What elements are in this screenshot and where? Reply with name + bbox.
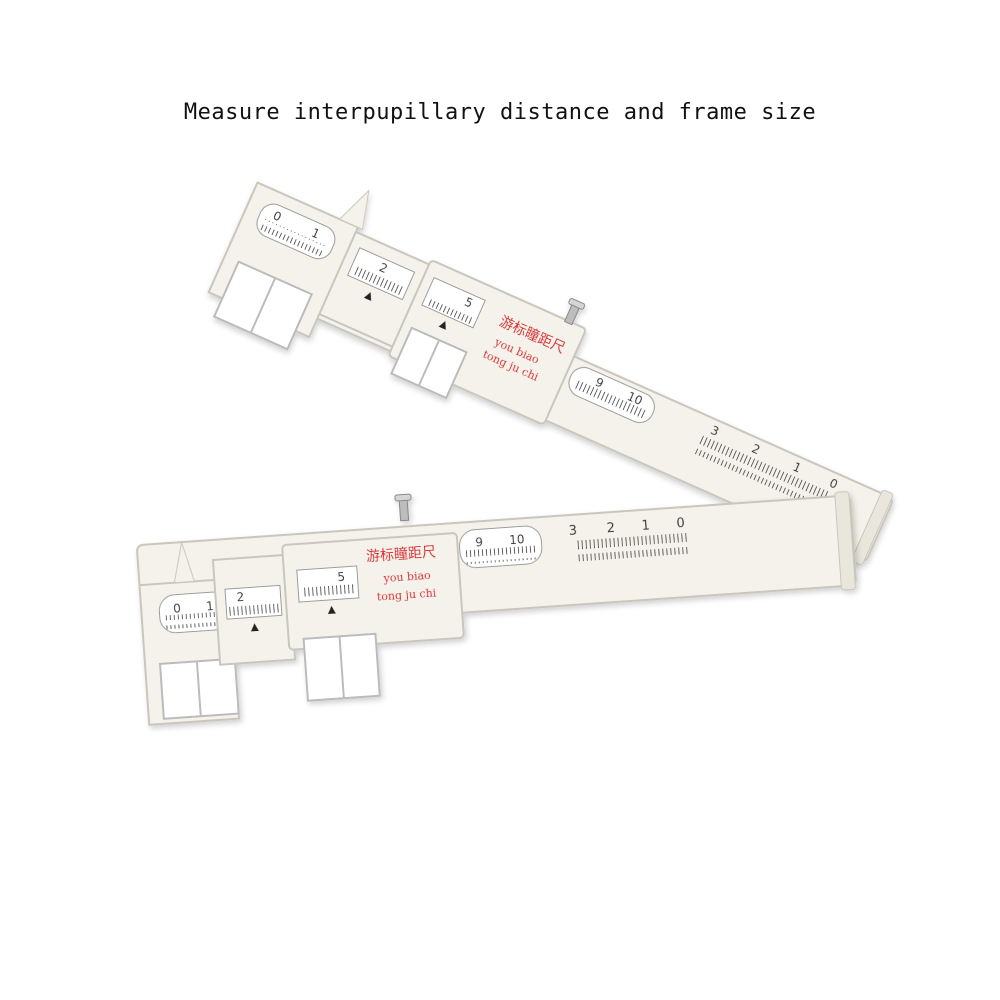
brand-pinyin-1: you biao [382,569,431,585]
brand-pinyin-2: tong ju chi [376,586,437,603]
left-jaw-tip [338,189,370,231]
brand-cn: 游标瞳距尺 [365,543,436,565]
arm-scale-0: 0 [676,516,685,532]
window-left-1: 1 [206,599,215,613]
arm-scale [575,531,689,562]
arm-scale-2: 2 [606,521,615,537]
window-mid-2: 2 [236,590,245,604]
ruler-front: 3 2 1 0 0 1 2 5 游标瞳距尺 you biao tong ju c… [136,491,857,726]
caption-title: Measure interpupillary distance and fram… [183,100,817,125]
beam-scale-10: 10 [509,532,525,547]
arm-scale [694,435,831,511]
arm-scale-1: 1 [641,518,650,534]
lock-screw [398,497,410,522]
beam-scale-9: 9 [475,535,484,549]
ruler-end-cap [851,489,894,566]
arm-scale-3: 3 [568,524,577,540]
window-right-5: 5 [337,570,346,584]
ruler-back: 3 2 1 0 0 1 2 5 游标瞳距尺 you biao tong ju c… [207,181,894,566]
window-left-0: 0 [173,601,182,615]
left-jaw-tip [173,541,196,584]
ruler-end-cap [834,491,856,591]
beam-scale-10: 10 [625,389,645,408]
